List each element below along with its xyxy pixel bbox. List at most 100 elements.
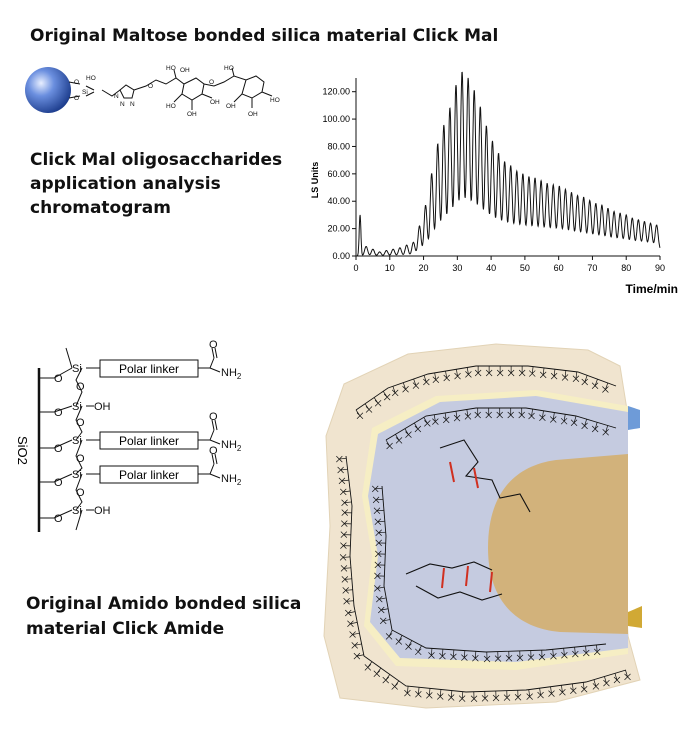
caption-line: application analysis <box>30 174 221 194</box>
pore-illustration <box>323 343 642 709</box>
ligand-branch <box>428 648 435 659</box>
ligand-branch <box>374 561 385 569</box>
y-tick-label: 120.00 <box>322 87 350 97</box>
caption-line: chromatogram <box>30 198 171 218</box>
ligand-branch <box>432 372 440 384</box>
hydrogen-bond <box>441 567 445 589</box>
ligand-branch <box>373 667 382 677</box>
ligand-branch <box>423 375 430 386</box>
x-tick-label: 0 <box>353 263 358 273</box>
polar-linker-box <box>99 359 199 378</box>
atom-label: O <box>74 79 79 86</box>
y-tick-label: 0.00 <box>332 251 350 261</box>
x-axis-label: Time/min <box>626 282 678 296</box>
atom-label: OH <box>180 67 190 74</box>
atom-label: O <box>74 95 79 102</box>
hydrogen-bond <box>489 571 493 593</box>
atom-label: O <box>148 83 153 90</box>
ligand-branch <box>413 422 422 433</box>
ligand-branch <box>527 650 535 661</box>
atom-label: O <box>54 513 63 525</box>
x-tick-label: 50 <box>520 263 530 273</box>
ligand-branch <box>539 410 546 421</box>
ligand-branch <box>340 531 351 538</box>
atom-label: HO <box>270 97 280 104</box>
ligand-branch <box>507 408 514 419</box>
polar-linker-box <box>99 431 199 450</box>
y-axis-label: LS Units <box>310 162 320 199</box>
atom-label: Si <box>82 89 88 96</box>
maltose-bonds <box>68 67 273 110</box>
ligand-branch <box>592 679 600 690</box>
maltose-structure-diagram: O O Si HO N N N O HO OH HO O OH OH HO OH… <box>25 65 280 118</box>
chromatogram-caption: Click Mal oligosaccharides application a… <box>30 148 310 220</box>
atom-label: Si <box>72 435 82 447</box>
ligand-branch <box>404 686 411 697</box>
atom-label: HO <box>86 75 96 82</box>
ligand-branch <box>373 507 384 515</box>
hydrogen-bonds <box>441 461 493 593</box>
ligand-branch <box>395 434 403 444</box>
atom-label: N <box>120 101 125 108</box>
ligand-branch <box>375 550 386 558</box>
ligand-branch <box>602 425 609 436</box>
ligand-branch <box>353 652 364 660</box>
substrate-label: SiO2 <box>15 436 30 465</box>
ligand-branch <box>341 499 352 507</box>
caption-line: Click Mal oligosaccharides <box>30 150 283 170</box>
ligand-branch <box>458 691 466 702</box>
ligand-branch <box>507 366 515 377</box>
ligand-branch <box>355 409 364 420</box>
atom-label: Si <box>72 505 82 517</box>
ligand-branch <box>529 366 536 377</box>
ligand-branch <box>372 496 384 504</box>
ligand-branch <box>402 382 409 393</box>
ligand-branch <box>364 661 373 671</box>
ligand-branch <box>337 466 348 474</box>
hydrogen-bond <box>449 461 455 483</box>
ligand-branch <box>405 640 413 650</box>
ligand-branch <box>516 650 524 662</box>
ligand-branch <box>474 366 482 377</box>
y-tick-label: 60.00 <box>327 169 350 179</box>
ligand-branch <box>391 386 399 397</box>
ligand-branch <box>378 606 389 614</box>
ligand-branch <box>483 651 491 663</box>
ligand-branch <box>347 620 358 628</box>
bound-oligosaccharides <box>405 439 531 601</box>
ligand-branch <box>572 371 580 383</box>
polar-linker-label: Polar linker <box>119 362 179 376</box>
hydrogen-bond <box>473 467 479 489</box>
ligand-branch <box>550 412 557 423</box>
atom-label: N <box>130 101 135 108</box>
atom-label: O <box>209 411 218 423</box>
ligand-branch <box>338 477 349 485</box>
ligand-branch <box>496 366 504 377</box>
ligand-branch <box>572 647 579 658</box>
ligand-branch <box>374 572 385 580</box>
caption-line: material Click Amide <box>26 619 225 639</box>
ligand-branch <box>581 375 588 386</box>
x-tick-label: 40 <box>486 263 496 273</box>
ligand-branch <box>464 409 472 420</box>
ligand-branch <box>496 408 503 419</box>
x-tick-label: 10 <box>385 263 395 273</box>
page-title: Original Maltose bonded silica material … <box>30 26 499 46</box>
ligand-branch <box>340 565 351 572</box>
surface-ligands <box>345 365 627 693</box>
ligand-branch <box>538 650 546 661</box>
ligand-branch <box>559 685 566 696</box>
y-tick-label: 20.00 <box>327 224 350 234</box>
ligand-branch <box>415 687 422 698</box>
atom-label: Si <box>72 363 82 375</box>
ligand-branch <box>376 595 387 603</box>
ligand-branch <box>414 645 422 656</box>
ligand-branch <box>603 676 610 687</box>
ligand-branch <box>385 630 393 640</box>
ligand-branch <box>375 539 386 547</box>
ligand-branch <box>561 648 568 659</box>
ligand-branch <box>474 408 481 419</box>
